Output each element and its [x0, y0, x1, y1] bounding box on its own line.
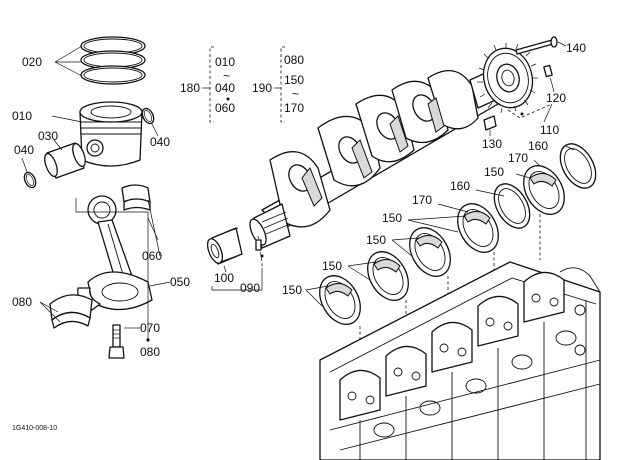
label-010: 010 — [12, 109, 32, 123]
label-050: 050 — [170, 275, 190, 289]
label-170-top: 170 — [508, 151, 528, 165]
snap-ring-left — [23, 171, 37, 189]
snap-ring-right — [141, 107, 155, 125]
label-030: 030 — [38, 129, 58, 143]
cylinder-block — [319, 261, 601, 460]
label-090: 090 — [240, 281, 260, 295]
piston-rings — [80, 36, 146, 85]
label-160-mid: 160 — [450, 179, 470, 193]
main-bearing-150-b — [457, 203, 499, 253]
label-150-e: 150 — [282, 283, 302, 297]
label-150-a: 150 — [484, 165, 504, 179]
crank-gear — [206, 227, 243, 265]
label-190-b: 150 — [284, 73, 304, 87]
small-end-bearings — [121, 184, 151, 211]
main-bearing-150-c — [409, 227, 451, 277]
label-080-bolt: 080 — [140, 345, 160, 359]
label-130: 130 — [482, 137, 502, 151]
thrust-washer-160-top — [559, 143, 597, 189]
label-180-a: 010 — [215, 55, 235, 69]
label-180-b: 040 — [215, 81, 235, 95]
label-190: 190 — [252, 81, 272, 95]
label-080: 080 — [12, 295, 32, 309]
label-170-mid: 170 — [412, 193, 432, 207]
label-190-c: 170 — [284, 101, 304, 115]
label-060: 060 — [142, 249, 162, 263]
piston-pin — [44, 142, 86, 179]
thrust-washer-160-mid — [493, 183, 531, 229]
label-070: 070 — [140, 321, 160, 335]
crank-timing-gear — [477, 43, 538, 114]
label-180-tilde: ~ — [223, 69, 230, 83]
main-bearing-150-e — [319, 275, 361, 325]
label-020: 020 — [22, 55, 42, 69]
label-100: 100 — [214, 271, 234, 285]
label-190-tilde: ~ — [292, 87, 299, 101]
label-150-c: 150 — [366, 233, 386, 247]
main-bearing-150-d — [367, 251, 409, 301]
label-040-left: 040 — [14, 143, 34, 157]
label-040-right: 040 — [150, 135, 170, 149]
big-end-bearings — [49, 294, 93, 329]
conrod-bolt — [108, 324, 125, 359]
label-150-b: 150 — [382, 211, 402, 225]
label-180-c: 060 — [215, 101, 235, 115]
figure-code: 1G410-008-10 — [12, 425, 57, 432]
label-180: 180 — [180, 81, 200, 95]
label-110: 110 — [540, 123, 559, 137]
label-150-d: 150 — [322, 259, 342, 273]
label-120: 120 — [546, 91, 566, 105]
crankshaft — [249, 69, 501, 249]
piston — [79, 101, 143, 167]
label-190-a: 080 — [284, 53, 304, 67]
label-140: 140 — [566, 41, 586, 55]
label-160-top: 160 — [528, 139, 548, 153]
connecting-rod — [77, 195, 153, 311]
main-bearing-150-top — [523, 165, 565, 215]
gear-bolt — [515, 36, 558, 55]
